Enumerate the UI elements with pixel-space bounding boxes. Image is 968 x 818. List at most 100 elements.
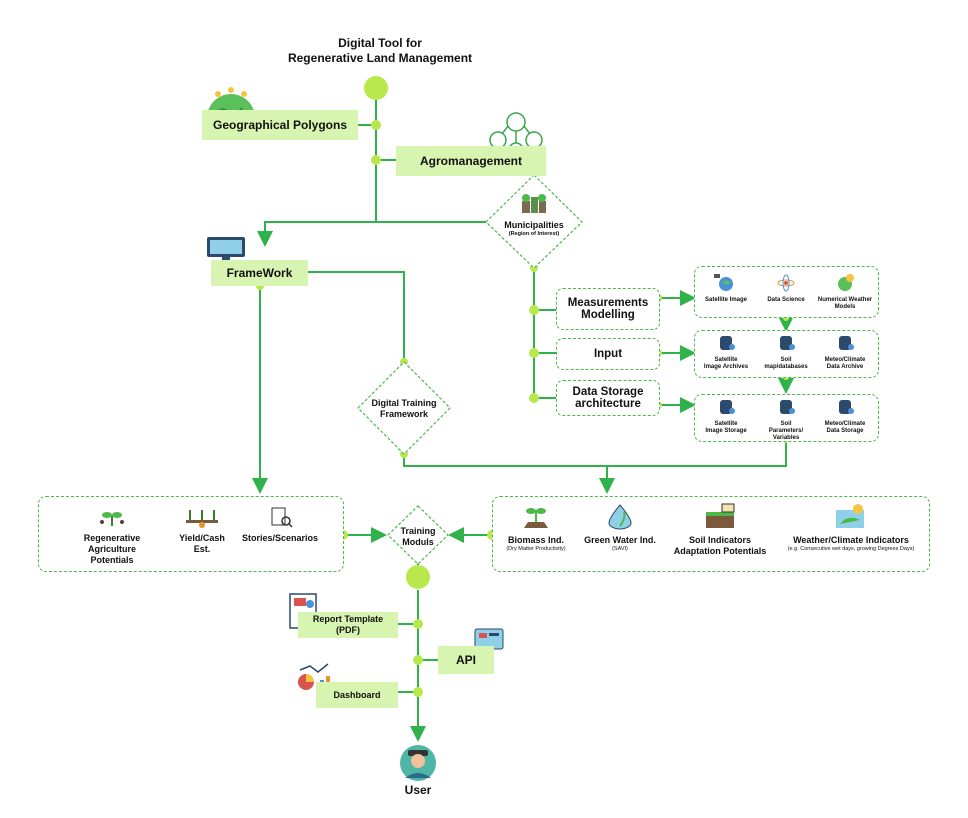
green-water-item: Green Water Ind. (SAVI): [578, 502, 662, 553]
satellite-storage-label-2: Image Storage: [705, 428, 747, 434]
numerical-weather-label-2: Models: [834, 304, 856, 310]
database-icon: [720, 400, 735, 414]
modelling-label: Modelling: [581, 309, 635, 321]
farmer-avatar-icon: [400, 745, 436, 781]
soil-parameters-item: Soil Parameters/ Variables: [756, 398, 816, 442]
geographical-polygons-label: Geographical Polygons: [212, 118, 348, 132]
start-node: [364, 76, 388, 100]
agromanagement-box: Agromanagement: [396, 146, 546, 176]
training-modules-text: Training Moduls: [392, 526, 444, 548]
satellite-storage-item: Satellite Image Storage: [696, 398, 756, 435]
monitor-icon: [207, 237, 245, 263]
soil-parameters-label-1: Soil: [780, 421, 792, 427]
title-line-1: Digital Tool for: [338, 36, 422, 50]
report-template-label-2: (PDF): [336, 625, 360, 635]
input-box: Input: [556, 338, 660, 370]
api-box: API: [438, 646, 494, 674]
meteo-archive-label-1: Meteo/Climate: [824, 357, 866, 363]
data-storage-box: Data Storage architecture: [556, 380, 660, 416]
satellite-storage-label-1: Satellite: [714, 421, 738, 427]
database-icon: [839, 336, 854, 350]
atom-icon: [777, 274, 795, 292]
municipalities-text: Municipalities (Region of Interest): [494, 220, 574, 238]
digital-training-label-2: Framework: [379, 409, 429, 419]
biomass-label: Biomass Ind.: [507, 535, 564, 545]
input-label: Input: [593, 348, 623, 360]
soil-map-label-2: map/databases: [764, 364, 808, 370]
weather-indicators-label: Weather/Climate Indicators: [793, 535, 909, 545]
satellite-archive-label-1: Satellite: [714, 357, 738, 363]
dashboard-box: Dashboard: [316, 682, 398, 708]
satellite-archive-item: Satellite Image Archives: [696, 334, 756, 371]
report-template-label-1: Report Template: [312, 614, 384, 624]
soil-icon: [706, 503, 735, 528]
meteo-archive-label-2: Data Archive: [826, 364, 864, 370]
data-science-item: Data Science: [756, 272, 816, 304]
digital-training-label-1: Digital Training: [371, 398, 437, 408]
biomass-sublabel: (Dry Matter Productivity): [506, 546, 566, 552]
crops-money-icon: [186, 510, 218, 528]
soil-map-label-1: Soil: [780, 357, 792, 363]
framework-label: FrameWork: [226, 266, 293, 280]
database-icon: [780, 400, 795, 414]
stories-label: Stories/Scenarios: [241, 533, 319, 543]
satellite-archive-label-2: Image Archives: [703, 364, 749, 370]
data-storage-label: Data Storage: [572, 386, 644, 398]
digital-training-text: Digital Training Framework: [360, 398, 448, 420]
meteo-storage-label-1: Meteo/Climate: [824, 421, 866, 427]
plant-network-icon: [100, 512, 124, 526]
report-template-box: Report Template (PDF): [298, 612, 398, 638]
satellite-image-item: Satellite Image: [696, 272, 756, 304]
training-modules-diamond: [387, 505, 449, 565]
document-search-icon: [271, 507, 293, 528]
meteo-archive-item: Meteo/Climate Data Archive: [814, 334, 876, 371]
stories-item: Stories/Scenarios: [240, 506, 320, 544]
village-icon: [522, 194, 546, 213]
data-science-label: Data Science: [767, 297, 805, 303]
weather-indicators-item: Weather/Climate Indicators (e.g. Consecu…: [778, 502, 924, 553]
architecture-label: architecture: [575, 398, 641, 410]
municipalities-label: Municipalities: [504, 220, 564, 230]
satellite-icon: [714, 274, 733, 291]
biomass-item: Biomass Ind. (Dry Matter Productivity): [496, 502, 576, 553]
measurements-label: Measurements: [567, 297, 649, 309]
weather-map-icon: [836, 504, 864, 528]
training-label-2: Moduls: [402, 537, 434, 547]
municipalities-sublabel: (Region of Interest): [508, 231, 560, 237]
green-water-sublabel: (SAVI): [612, 546, 628, 552]
meteo-storage-label-2: Data Storage: [826, 428, 864, 434]
soil-indicators-label-2: Adaptation Potentials: [673, 546, 767, 556]
soil-indicators-item: Soil Indicators Adaptation Potentials: [664, 502, 776, 557]
title-line-2: Regenerative Land Management: [287, 51, 473, 65]
soil-indicators-label-1: Soil Indicators: [688, 535, 751, 545]
potentials-panel: [38, 496, 344, 572]
regenerative-label-1: Regenerative: [83, 533, 141, 543]
database-icon: [839, 400, 854, 414]
database-icon: [780, 336, 795, 350]
green-water-label: Green Water Ind.: [584, 535, 656, 545]
water-drop-leaf-icon: [608, 504, 632, 530]
diagram-title: Digital Tool for Regenerative Land Manag…: [250, 36, 510, 66]
dashboard-label: Dashboard: [333, 690, 381, 700]
measurements-modelling-box: Measurements Modelling: [556, 288, 660, 330]
agromanagement-label: Agromanagement: [419, 154, 523, 168]
arrow-to-framework: [257, 221, 376, 247]
yield-label-1: Yield/Cash: [179, 533, 225, 543]
api-label: API: [455, 653, 476, 667]
regenerative-item: Regenerative Agriculture Potentials: [72, 506, 152, 566]
database-icon: [720, 336, 735, 350]
sprout-icon: [524, 508, 548, 528]
yield-item: Yield/Cash Est.: [172, 506, 232, 555]
meteo-storage-item: Meteo/Climate Data Storage: [814, 398, 876, 435]
numerical-weather-label-1: Numerical Weather: [817, 297, 873, 303]
soil-map-item: Soil map/databases: [756, 334, 816, 371]
numerical-weather-item: Numerical Weather Models: [814, 272, 876, 311]
regenerative-label-2: Agriculture Potentials: [87, 544, 136, 565]
weather-globe-icon: [838, 274, 854, 291]
weather-indicators-sublabel: (e.g. Consecutive wet days, growing Degr…: [787, 546, 915, 552]
training-label-1: Training: [400, 526, 436, 536]
training-framework-diamond: [357, 361, 451, 455]
yield-label-2: Est.: [193, 544, 211, 554]
